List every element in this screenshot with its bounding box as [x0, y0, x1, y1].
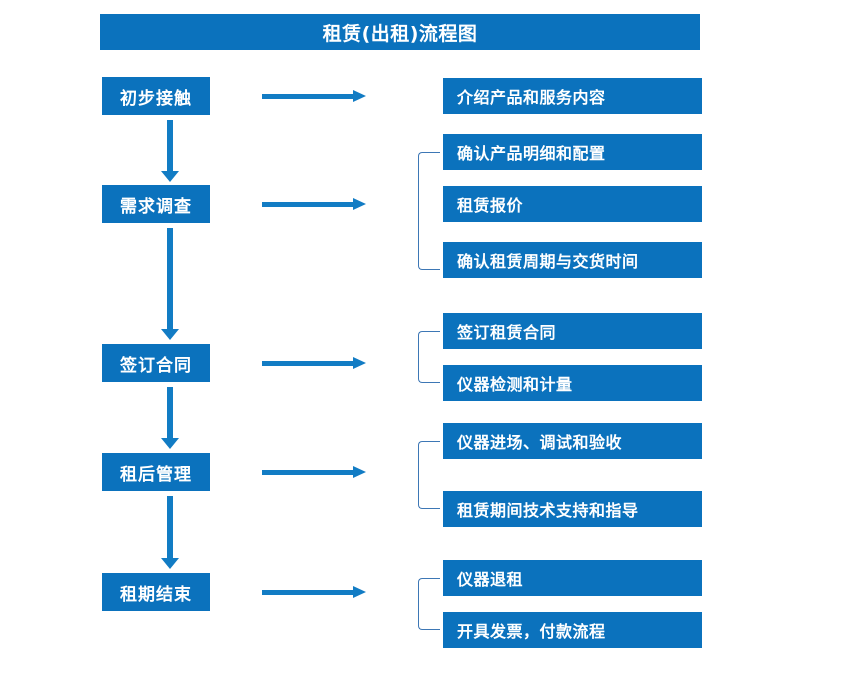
detail-box-1-1[interactable]: 介绍产品和服务内容: [443, 78, 702, 114]
stage-box-1[interactable]: 初步接触: [102, 77, 210, 115]
detail-box-5-2[interactable]: 开具发票，付款流程: [443, 612, 702, 648]
detail-box-2-1[interactable]: 确认产品明细和配置: [443, 134, 702, 170]
horizontal-arrow-2: [262, 197, 366, 211]
chart-title: 租赁(出租)流程图: [100, 14, 700, 50]
stage-box-3[interactable]: 签订合同: [102, 344, 210, 382]
stage-box-5[interactable]: 租期结束: [102, 573, 210, 611]
group-bracket-3: [418, 331, 440, 383]
group-bracket-4: [418, 441, 440, 509]
detail-box-3-1[interactable]: 签订租赁合同: [443, 313, 702, 349]
horizontal-arrow-4: [262, 465, 366, 479]
horizontal-arrow-3: [262, 356, 366, 370]
vertical-arrow-1: [161, 120, 179, 182]
detail-box-5-1[interactable]: 仪器退租: [443, 560, 702, 596]
detail-box-3-2[interactable]: 仪器检测和计量: [443, 365, 702, 401]
horizontal-arrow-5: [262, 585, 366, 599]
detail-box-2-2[interactable]: 租赁报价: [443, 186, 702, 222]
group-bracket-2: [418, 152, 440, 270]
stage-box-4[interactable]: 租后管理: [102, 453, 210, 491]
horizontal-arrow-1: [262, 89, 366, 103]
group-bracket-5: [418, 578, 440, 630]
vertical-arrow-4: [161, 496, 179, 569]
detail-box-2-3[interactable]: 确认租赁周期与交货时间: [443, 242, 702, 278]
vertical-arrow-2: [161, 228, 179, 340]
vertical-arrow-3: [161, 387, 179, 449]
stage-box-2[interactable]: 需求调查: [102, 185, 210, 223]
detail-box-4-1[interactable]: 仪器进场、调试和验收: [443, 423, 702, 459]
detail-box-4-2[interactable]: 租赁期间技术支持和指导: [443, 491, 702, 527]
